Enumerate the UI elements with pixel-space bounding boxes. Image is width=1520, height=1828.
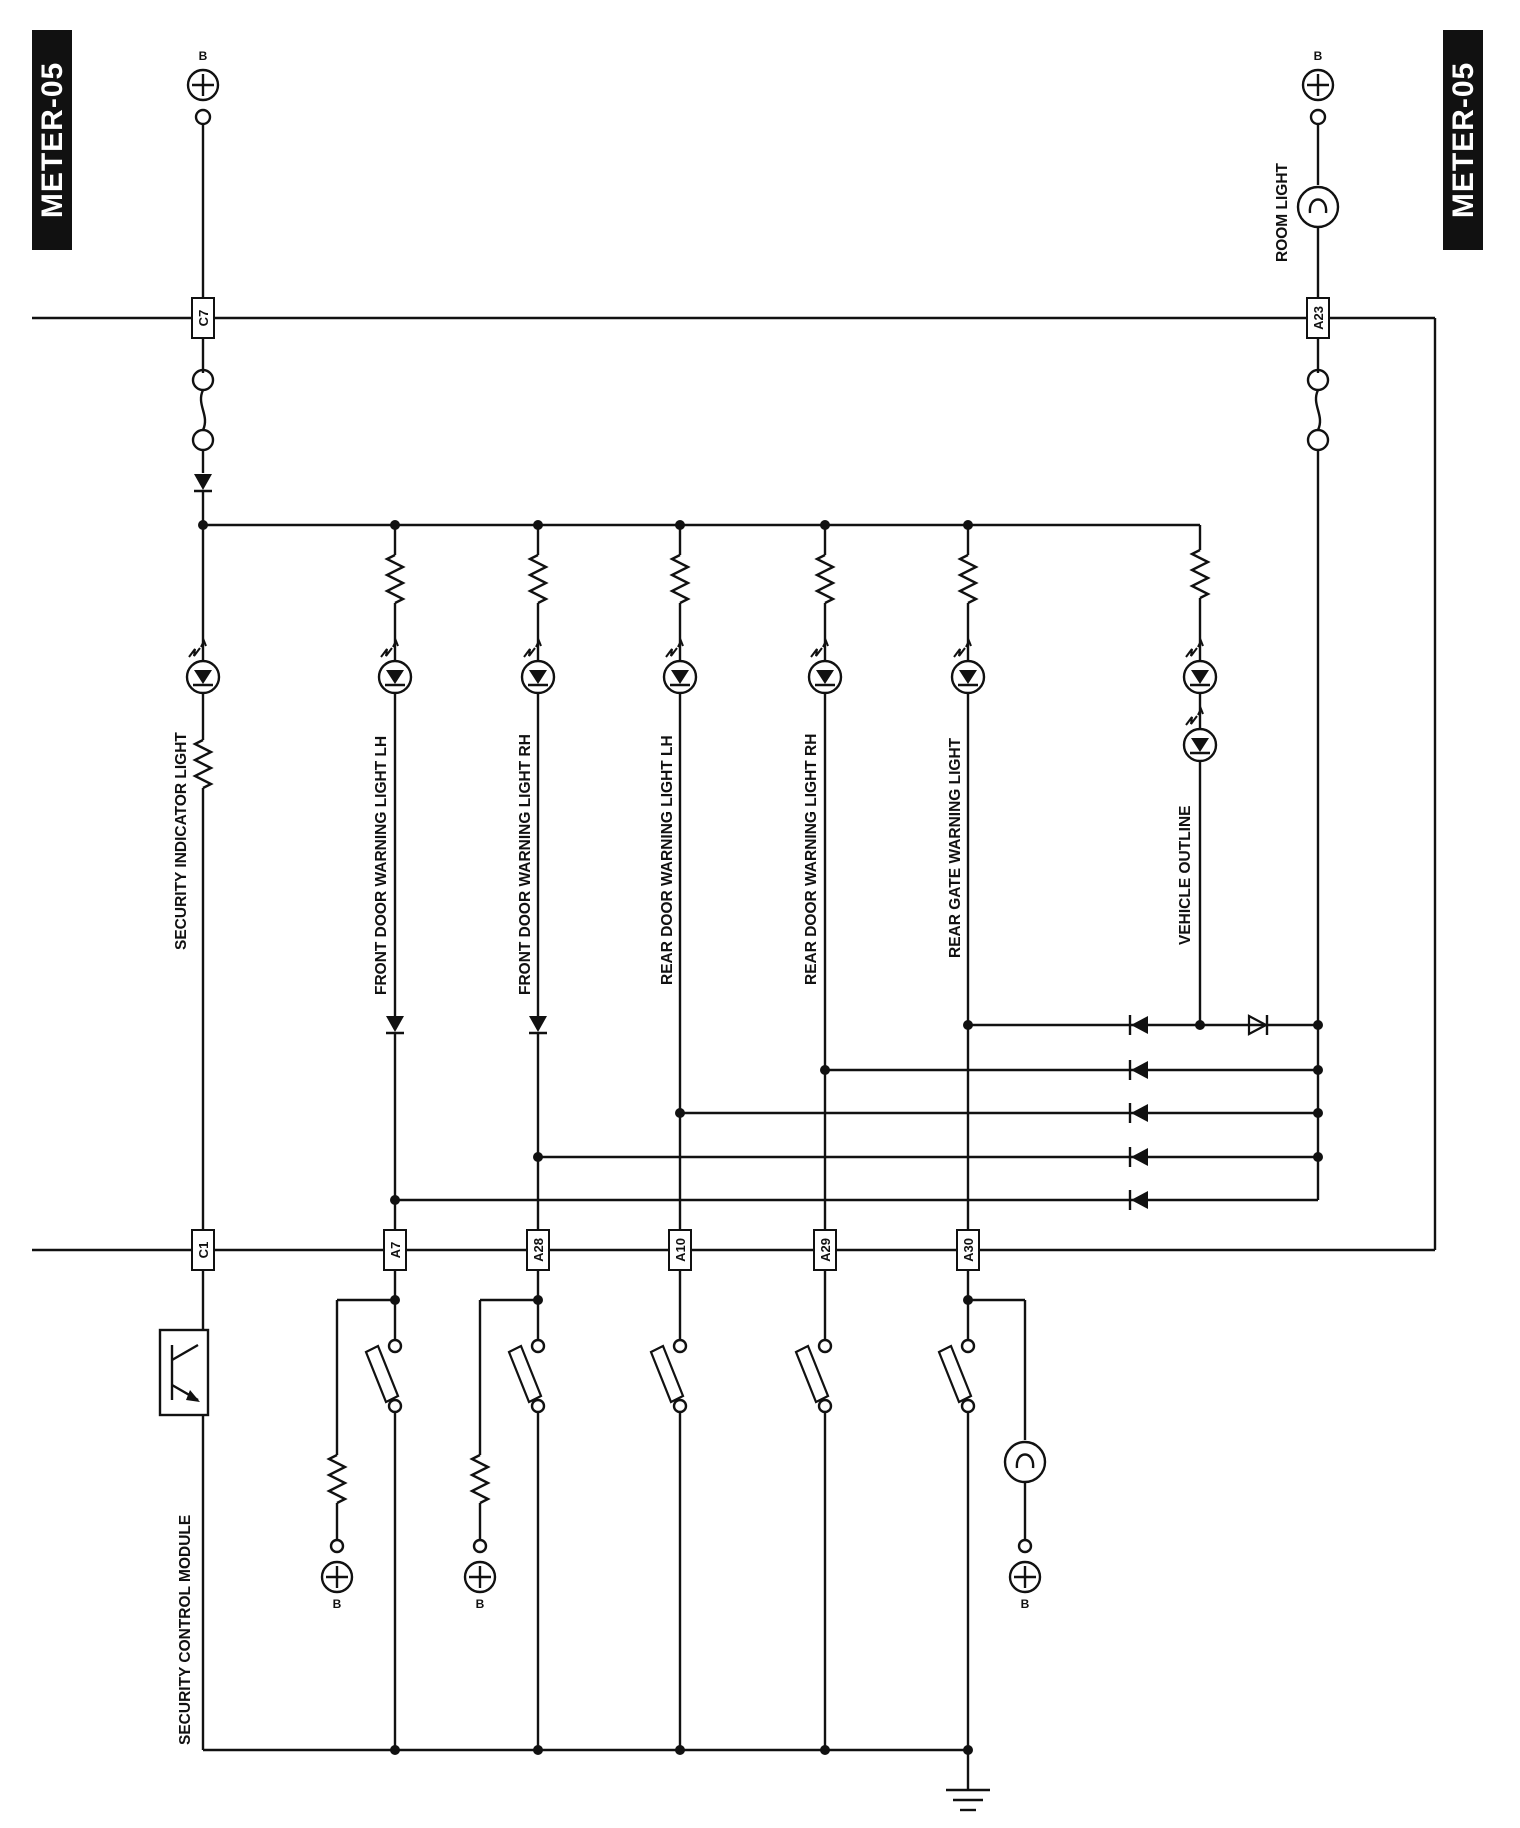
switch-icon [507,1344,543,1404]
battery-plus-icon [1301,68,1335,102]
svg-text:A7: A7 [388,1242,403,1259]
rear-gate-switch: B [937,1270,1047,1750]
connector-a30: A30 [956,1229,980,1271]
svg-text:C7: C7 [196,310,211,327]
page-tag-left: METER-05 [32,30,72,250]
vehicle-outline-label: VEHICLE OUTLINE [1177,805,1194,945]
connector-c7: C7 [191,297,215,339]
svg-text:B: B [1021,1597,1030,1611]
front-door-rh-label: FRONT DOOR WARNING LIGHT RH [517,734,534,995]
front-door-lh-switch: B [320,1270,403,1750]
diode-icon [529,1016,547,1032]
resistor-icon [669,553,691,605]
rear-gate-circuit [950,525,986,1230]
svg-text:A10: A10 [673,1238,688,1262]
resistor-icon [1189,548,1211,600]
diode-icon [194,474,212,490]
diode-icon [386,1016,404,1032]
security-module-label: SECURITY CONTROL MODULE [177,1515,194,1745]
resistor-icon [326,1453,348,1505]
battery-plus-icon [320,1560,354,1594]
connector-a10: A10 [668,1229,692,1271]
lamp-icon [1003,1440,1047,1484]
connector-c1: C1 [191,1229,215,1271]
svg-text:A29: A29 [818,1238,833,1262]
rear-door-rh-circuit [807,525,843,1230]
resistor-icon [384,553,406,605]
security-control-module [158,1270,210,1750]
switch-icon [364,1344,400,1404]
rear-door-lh-switch [649,1270,688,1750]
resistor-icon [527,553,549,605]
svg-text:A30: A30 [961,1238,976,1262]
rear-gate-label: REAR GATE WARNING LIGHT [947,737,964,958]
front-door-rh-switch: B [463,1270,546,1750]
svg-text:B: B [199,49,208,63]
connector-a7: A7 [383,1229,407,1271]
diode-matrix [390,1014,1323,1210]
room-light-label: ROOM LIGHT [1274,162,1291,262]
page-tag-right: METER-05 [1443,30,1483,250]
security-indicator-circuit [185,525,221,1230]
security-indicator-label: SECURITY INDICATOR LIGHT [173,732,190,950]
battery-plus-icon [1008,1560,1042,1594]
svg-text:B: B [1314,49,1323,63]
ground-icon [946,1788,990,1812]
svg-text:C1: C1 [196,1242,211,1259]
rear-door-rh-switch [794,1270,833,1750]
battery-plus-icon [186,68,220,102]
meter-boundary [32,316,1437,1252]
switch-icon [937,1344,973,1404]
room-light-icon [1296,185,1340,229]
front-door-rh-circuit [520,525,556,1230]
svg-text:A23: A23 [1311,306,1326,330]
svg-text:METER-05: METER-05 [1447,62,1480,218]
connector-a23: A23 [1306,297,1330,339]
rear-door-lh-circuit [662,525,698,1230]
resistor-icon [192,738,214,790]
front-door-lh-label: FRONT DOOR WARNING LIGHT LH [373,736,390,995]
supply-left: B [186,49,220,525]
vehicle-outline-circuit [1182,548,1218,1025]
connector-a29: A29 [813,1229,837,1271]
connector-a28: A28 [526,1229,550,1271]
rear-door-rh-label: REAR DOOR WARNING LIGHT RH [803,734,820,985]
svg-text:METER-05: METER-05 [36,62,69,218]
battery-plus-icon [463,1560,497,1594]
switch-icon [649,1344,685,1404]
resistor-icon [814,553,836,605]
switch-icon [794,1344,830,1404]
svg-text:B: B [333,1597,342,1611]
rear-door-lh-label: REAR DOOR WARNING LIGHT LH [659,735,676,985]
top-bus [198,520,1202,550]
resistor-icon [469,1453,491,1505]
svg-text:A28: A28 [531,1238,546,1262]
ground-bus [203,1745,973,1790]
svg-text:B: B [476,1597,485,1611]
resistor-icon [957,553,979,605]
